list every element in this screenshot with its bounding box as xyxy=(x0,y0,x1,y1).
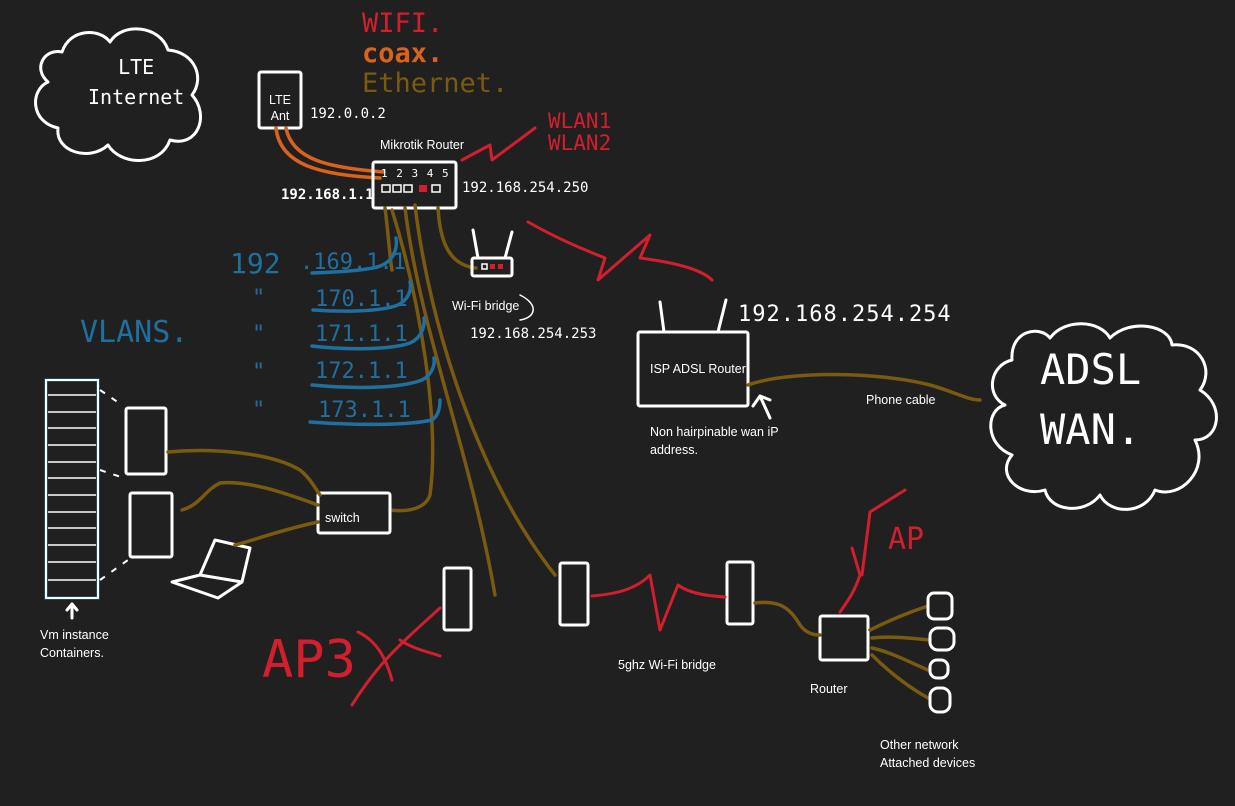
isp-note-arrow xyxy=(751,394,772,420)
vlan-ditto-3: " xyxy=(252,322,266,347)
vm-label-arrow xyxy=(65,602,79,620)
wifi-bridge-leader xyxy=(519,294,534,321)
router-label: Router xyxy=(810,682,848,696)
ap3-device xyxy=(442,566,473,632)
vlan-subnet-5: 173.1.1 xyxy=(318,398,411,423)
rack-slots xyxy=(48,394,96,581)
ap-label: AP xyxy=(888,522,925,557)
attached-device-4 xyxy=(928,686,952,714)
eth-switch-host2 xyxy=(180,480,320,512)
host-laptop xyxy=(170,538,252,600)
vlan-line-5 xyxy=(308,398,442,427)
eth-to-ap3 xyxy=(403,206,497,597)
lte-cloud-label: LTE Internet xyxy=(88,55,185,109)
5ghz-bridge-label: 5ghz Wi-Fi bridge xyxy=(618,658,716,672)
eth-port5-to-bridge xyxy=(436,206,478,270)
ap3-label: AP3 xyxy=(262,630,356,690)
vlan-ditto-2: " xyxy=(252,286,266,311)
vlan-line-3 xyxy=(310,316,426,351)
coax-cable-2 xyxy=(284,126,386,174)
vlan-line-4 xyxy=(310,356,436,390)
vm-label: Vm instance Containers. xyxy=(40,628,109,660)
wifi-bridge-link xyxy=(526,220,714,282)
phone-cable-line xyxy=(746,372,982,402)
mikrotik-ports xyxy=(381,184,441,193)
vlan-line-2 xyxy=(311,280,413,313)
isp-router-ip: 192.168.254.254 xyxy=(738,302,952,327)
vlan-ditto-4: " xyxy=(252,360,266,385)
vlan-prefix: 192 xyxy=(230,247,281,280)
lte-antenna-label: LTE Ant xyxy=(269,93,291,123)
lte-antenna-ip: 192.0.0.2 xyxy=(310,106,386,122)
other-devices-label: Other network Attached devices xyxy=(880,738,976,770)
coax-cable-1 xyxy=(274,126,382,180)
eth-router-device-2 xyxy=(870,635,932,642)
eth-bridge-router xyxy=(753,600,822,637)
phone-cable-label: Phone cable xyxy=(866,393,936,407)
mikrotik-title: Mikrotik Router xyxy=(380,138,465,152)
eth-to-switch xyxy=(388,208,435,513)
eth-router-device-3 xyxy=(870,646,930,672)
5ghz-bridge-left xyxy=(558,561,590,627)
eth-router-device-1 xyxy=(868,604,930,632)
wifi-bridge-label: Wi-Fi bridge xyxy=(452,299,520,313)
wifi-bridge-ip: 192.168.254.253 xyxy=(470,326,597,342)
eth-to-5ghz-bridge xyxy=(413,203,557,577)
eth-router-device-4 xyxy=(870,653,930,700)
vm-dashed-links xyxy=(99,389,129,581)
ap-red-mark xyxy=(838,488,907,614)
eth-vlan-trunk xyxy=(383,206,394,272)
5ghz-bridge-right xyxy=(725,560,755,626)
ap3-red-mark xyxy=(350,606,442,707)
wifi-bridge-box xyxy=(470,256,514,278)
vlans-title: VLANS. xyxy=(80,315,189,350)
adsl-cloud-label: ADSL WAN. xyxy=(1040,345,1142,454)
vlan-subnet-2: 170.1.1 xyxy=(315,287,408,312)
vlan-line-1 xyxy=(310,236,399,275)
host-pc-2 xyxy=(128,491,174,559)
switch-box xyxy=(316,491,392,535)
mikrotik-port-numbers: 1 2 3 4 5 xyxy=(381,167,450,180)
attached-device-1 xyxy=(926,591,954,621)
attached-device-3 xyxy=(928,658,950,680)
legend-ethernet: Ethernet. xyxy=(362,68,509,99)
legend-coax: coax. xyxy=(362,38,444,69)
vlan-subnet-3: 171.1.1 xyxy=(315,322,408,347)
5ghz-wifi-link xyxy=(590,573,727,632)
host-pc-1 xyxy=(124,406,168,476)
lte-cloud-outline xyxy=(34,27,202,162)
isp-router-box xyxy=(636,330,750,408)
mikrotik-ip-left: 192.168.1.1 xyxy=(281,187,374,203)
isp-router-label: ISP ADSL Router xyxy=(650,362,746,376)
lte-antenna-box xyxy=(257,70,303,130)
attached-device-2 xyxy=(928,626,956,652)
vlan-subnet-1: .169.1.1 xyxy=(300,250,406,275)
adsl-cloud-outline xyxy=(989,322,1218,511)
switch-label: switch xyxy=(325,511,360,525)
isp-router-note: Non hairpinable wan iP address. xyxy=(650,425,779,457)
vlan-subnet-4: 172.1.1 xyxy=(315,359,408,384)
legend-wifi: WIFI. xyxy=(362,8,444,39)
mikrotik-wlan-label: WLAN1 WLAN2 xyxy=(548,109,612,155)
wlan-wifi-squiggle xyxy=(460,126,537,162)
eth-switch-laptop xyxy=(233,520,320,547)
vlan-ditto-5: " xyxy=(252,398,266,423)
mikrotik-ip-right: 192.168.254.250 xyxy=(462,180,589,196)
router-box xyxy=(818,614,870,662)
eth-switch-host1 xyxy=(166,448,322,497)
